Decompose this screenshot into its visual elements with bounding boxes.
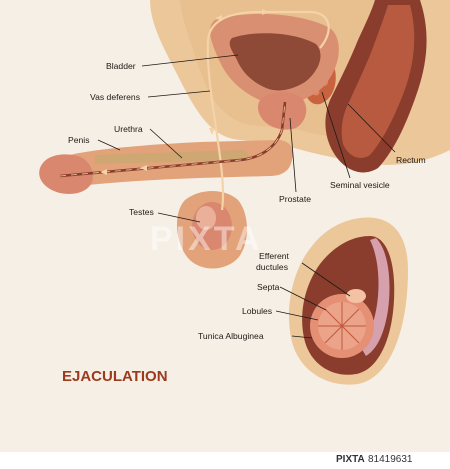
rectum-inner bbox=[341, 5, 415, 158]
footer-bar: PIXTA 81419631 bbox=[0, 452, 450, 469]
flow-arrow-1 bbox=[215, 15, 222, 21]
vas-deferens-duct bbox=[206, 10, 330, 211]
testis-highlight bbox=[196, 206, 216, 230]
label-efferent-line2: ductules bbox=[256, 262, 288, 272]
label-vas-deferens: Vas deferens bbox=[90, 92, 140, 102]
prostate bbox=[257, 92, 307, 130]
penis-tissue bbox=[95, 150, 249, 164]
flow-arrow-2 bbox=[262, 9, 269, 15]
epididymis bbox=[360, 238, 390, 356]
penis-shaft bbox=[60, 140, 294, 188]
label-seminal-vesicle: Seminal vesicle bbox=[330, 180, 390, 190]
efferent-ductules bbox=[346, 289, 366, 303]
label-lobules: Lobules bbox=[242, 306, 272, 316]
label-urethra: Urethra bbox=[114, 124, 143, 134]
leader-lobules bbox=[275, 310, 319, 321]
label-penis: Penis bbox=[68, 135, 90, 145]
leader-penis bbox=[97, 139, 121, 151]
label-prostate: Prostate bbox=[279, 194, 311, 204]
page-title: EJACULATION bbox=[62, 368, 168, 385]
label-bladder: Bladder bbox=[106, 61, 136, 71]
leader-tunica bbox=[291, 335, 313, 339]
leader-septa bbox=[279, 286, 327, 311]
leader-urethra bbox=[149, 128, 183, 159]
bladder-lumen bbox=[229, 33, 321, 91]
leader-bladder bbox=[141, 54, 239, 67]
flow-arrow-3 bbox=[209, 128, 215, 135]
leader-testes bbox=[157, 212, 201, 223]
flow-arrow-5 bbox=[100, 169, 107, 175]
septa-lines bbox=[318, 302, 366, 350]
leader-vas-deferens bbox=[147, 90, 211, 98]
urethra-highlight bbox=[59, 101, 286, 177]
label-septa: Septa bbox=[257, 282, 280, 292]
footer-number: 81419631 bbox=[368, 454, 413, 465]
watermark: PIXTA bbox=[150, 220, 263, 258]
flow-arrow-4 bbox=[140, 165, 147, 171]
label-tunica: Tunica Albuginea bbox=[198, 331, 264, 341]
label-testes: Testes bbox=[129, 207, 154, 217]
label-efferent-line1: Efferent bbox=[259, 251, 290, 261]
label-rectum: Rectum bbox=[396, 155, 426, 165]
leader-prostate bbox=[289, 117, 297, 193]
leader-efferent bbox=[301, 262, 351, 297]
leader-seminal-vesicle bbox=[321, 91, 351, 179]
leader-rectum bbox=[347, 103, 396, 153]
footer-brand: PIXTA bbox=[336, 454, 365, 465]
